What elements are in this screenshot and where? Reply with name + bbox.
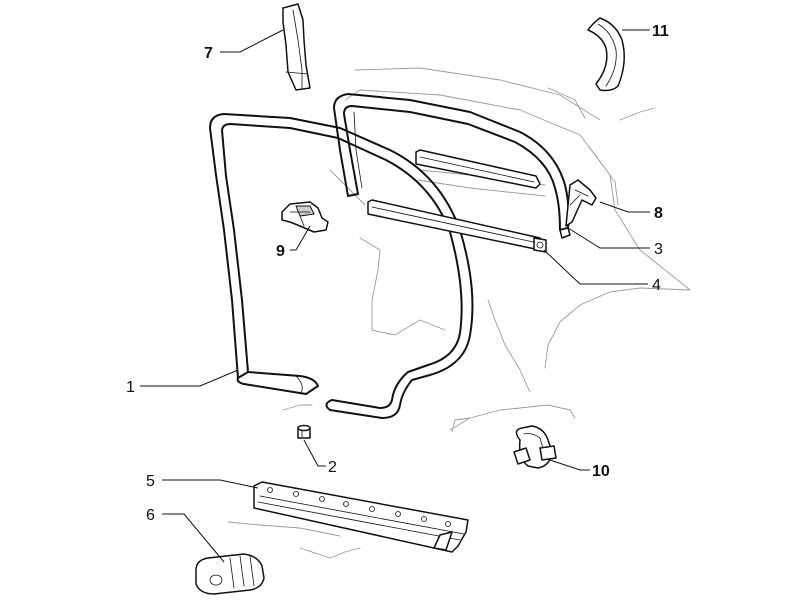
door-clip xyxy=(281,201,329,233)
plug-pin xyxy=(297,424,311,439)
pillar-trim xyxy=(282,3,311,91)
callout-5: 5 xyxy=(146,473,155,490)
hose-clamp xyxy=(513,425,557,469)
door-seal-main xyxy=(209,113,474,419)
car-body-outline xyxy=(227,67,691,559)
sill-plate xyxy=(253,481,469,553)
window-frame-seal xyxy=(333,93,571,239)
callout-8: 8 xyxy=(654,205,663,222)
callout-7: 7 xyxy=(204,45,213,62)
inner-belt-strip xyxy=(415,149,541,189)
callout-labels: 7 11 8 3 4 1 2 9 10 5 6 xyxy=(126,23,669,524)
callout-3: 3 xyxy=(654,241,663,258)
callout-1: 1 xyxy=(126,379,135,396)
corner-trim xyxy=(587,17,625,92)
callout-4: 4 xyxy=(652,277,661,294)
end-cap xyxy=(195,553,265,595)
callout-9: 9 xyxy=(276,243,285,260)
glass-run-channel xyxy=(565,179,597,227)
leader-lines xyxy=(140,29,650,563)
callout-11: 11 xyxy=(652,23,669,40)
waist-belt-strip xyxy=(367,199,547,253)
callout-6: 6 xyxy=(146,507,155,524)
callout-10: 10 xyxy=(592,463,610,480)
callout-2: 2 xyxy=(328,459,337,476)
